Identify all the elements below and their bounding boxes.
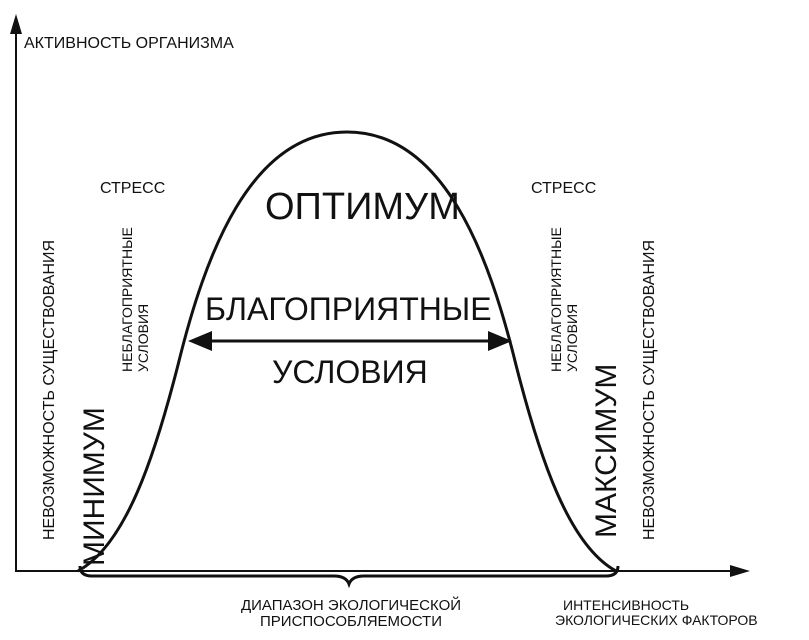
range-label-line1: ДИАПАЗОН ЭКОЛОГИЧЕСКОЙ [240, 597, 462, 614]
tolerance-curve [77, 130, 617, 573]
minimum-label: МИНИМУМ [78, 407, 111, 566]
unfavorable-label-right-line1: НЕБЛАГОПРИЯТНЫЕ [548, 227, 564, 372]
adaptability-brace [78, 565, 620, 589]
favorable-label-line2: УСЛОВИЯ [272, 354, 428, 390]
maximum-label: МАКСИМУМ [590, 363, 623, 538]
favorable-arrow-right [488, 331, 512, 351]
unfavorable-label-right-line2: УСЛОВИЯ [564, 303, 580, 372]
favorable-label-line1: БЛАГОПРИЯТНЫЕ [205, 291, 492, 327]
unfavorable-label-left-line1: НЕБЛАГОПРИЯТНЫЕ [119, 227, 135, 372]
unfavorable-label-left-line2: УСЛОВИЯ [135, 303, 151, 372]
range-label-line2: ПРИСПОСОБЛЯЕМОСТИ [260, 613, 442, 630]
impossible-label-left: НЕВОЗМОЖНОСТЬ СУЩЕСТВОВАНИЯ [41, 239, 58, 540]
impossible-label-right: НЕВОЗМОЖНОСТЬ СУЩЕСТВОВАНИЯ [641, 239, 658, 540]
x-axis-label-line1: ИНТЕНСИВНОСТЬ [563, 597, 690, 613]
stress-label-left: СТРЕСС [100, 180, 166, 197]
x-axis-arrowhead [730, 565, 750, 577]
stress-label-right: СТРЕСС [531, 180, 597, 197]
favorable-arrow-left [188, 331, 212, 351]
y-axis-arrowhead [10, 14, 22, 34]
x-axis-label-line2: ЭКОЛОГИЧЕСКИХ ФАКТОРОВ [555, 612, 758, 628]
optimum-label: ОПТИМУМ [265, 186, 460, 228]
y-axis-label: АКТИВНОСТЬ ОРГАНИЗМА [24, 35, 234, 52]
